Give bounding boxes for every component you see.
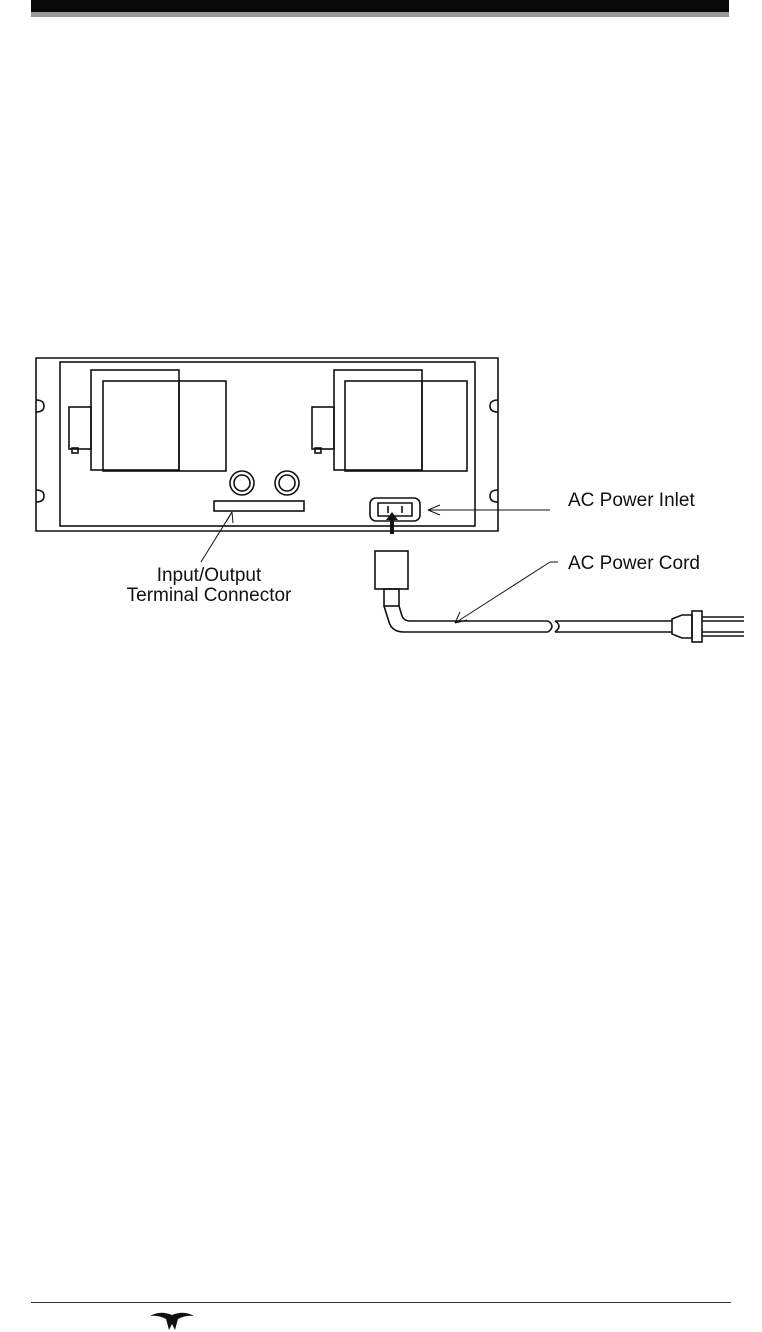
label-ac-power-cord: AC Power Cord [568,553,700,574]
footer-rule [31,1302,731,1303]
left-module [68,369,227,472]
power-cord [374,550,744,643]
leader-lines [200,504,558,624]
label-io-terminal-line2: Terminal Connector [126,585,292,606]
chassis-plate [35,357,499,532]
round-connector-right [274,470,300,496]
mount-slot-bottom-right [489,489,499,503]
insert-arrow [386,512,398,534]
header-rule-dark [31,0,729,12]
right-module [311,369,468,472]
io-terminal-strip [213,500,305,512]
ac-inlet [369,497,421,522]
rear-panel-diagram [35,357,744,643]
label-ac-power-inlet: AC Power Inlet [568,490,695,511]
mount-slot-bottom-left [35,489,45,503]
mount-slot-top-left [35,399,45,413]
label-io-terminal-line1: Input/Output [156,565,262,586]
inner-panel [59,361,476,527]
company-logo-icon [150,1312,194,1330]
header-rule-grey [31,12,729,17]
round-connector-left [229,470,255,496]
mount-slot-top-right [489,399,499,413]
